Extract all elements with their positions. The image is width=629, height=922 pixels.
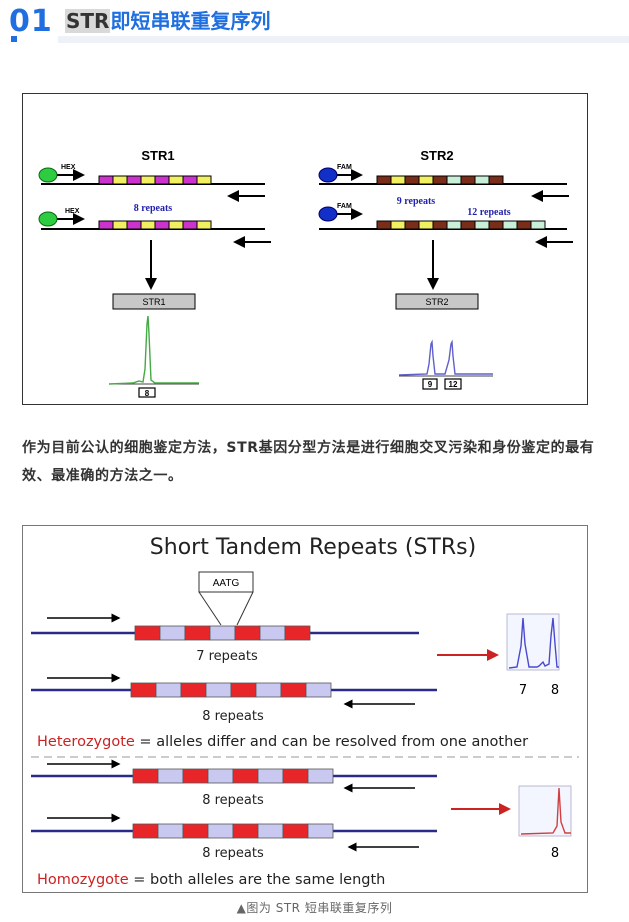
fig2-title: Short Tandem Repeats (STRs): [150, 535, 476, 560]
section-number: 01: [9, 4, 53, 39]
str2-repeats-label-b: 12 repeats: [467, 207, 511, 218]
str2-fam-dye-bottom: [318, 206, 338, 222]
str1-hex-label-bottom: HEX: [65, 208, 80, 215]
str1-product-label: STR1: [142, 297, 165, 307]
repeats-8a-label: 8 repeats: [202, 709, 264, 724]
str2-repeat-block-top: [376, 175, 504, 185]
str2-strand-top: FAM: [318, 164, 569, 202]
repeats-7-label: 7 repeats: [196, 649, 258, 664]
section-title-rest: 即短串联重复序列: [110, 9, 271, 33]
heterozygote-definition: Heterozygote = alleles differ and can be…: [37, 734, 528, 750]
peak-7-label: 7: [519, 683, 527, 698]
section-title: STR即短串联重复序列: [65, 6, 270, 36]
repeats-8c-label: 8 repeats: [202, 846, 264, 861]
str1-repeat-block-bottom: [98, 220, 212, 230]
str2-peak-label-a: 9: [428, 380, 433, 389]
str1-strand-top: HEX: [38, 164, 265, 202]
homo-electropherogram: 8: [518, 785, 572, 861]
str2-fam-label-bottom: FAM: [337, 203, 352, 210]
hetero-allele-1: 7 repeats: [31, 613, 419, 664]
str2-strand-bottom: FAM 9 repeats 12 repeats: [318, 196, 573, 248]
homozygote-word: Homozygote: [37, 872, 129, 888]
str1-electropherogram: 8: [108, 315, 199, 398]
figure-caption: ▲图为 STR 短串联重复序列: [236, 901, 393, 915]
str1-repeat-block-top: [98, 175, 212, 185]
str1-peak-label: 8: [145, 389, 150, 398]
str1-strand-bottom: HEX 8 repeats: [38, 203, 271, 248]
homozygote-rest: = both alleles are the same length: [129, 872, 386, 888]
str2-electropherogram: 9 12: [398, 339, 493, 390]
str2-product-label: STR2: [425, 297, 448, 307]
str-pcr-svg: STR1 HEX HEX 8 repeats: [38, 148, 573, 398]
heterozygote-rest: = alleles differ and can be resolved fro…: [135, 734, 528, 750]
str2-fam-dye-top: [318, 167, 338, 183]
peak-8-label: 8: [551, 683, 559, 698]
homo-allele-1: 8 repeats: [31, 759, 437, 808]
str-heterozygote-homozygote-diagram: Short Tandem Repeats (STRs) AATG 7 repea…: [22, 525, 588, 893]
str1-hex-dye-top: [38, 167, 58, 183]
str2-fam-label-top: FAM: [337, 164, 352, 171]
section-header-bar: [58, 36, 629, 43]
homo-allele-2: 8 repeats: [31, 813, 437, 861]
peak-8-homo-label: 8: [551, 846, 559, 861]
body-paragraph: 作为目前公认的细胞鉴定方法，STR基因分型方法是进行细胞交叉污染和身份鉴定的最有…: [22, 440, 595, 484]
str-pcr-diagram: STR1 HEX HEX 8 repeats: [22, 93, 588, 405]
section-title-highlight: STR: [65, 9, 111, 33]
homozygote-definition: Homozygote = both alleles are the same l…: [37, 872, 385, 888]
heterozygote-word: Heterozygote: [37, 734, 135, 750]
motif-label: AATG: [213, 578, 240, 589]
str2-repeat-block-bottom: [376, 220, 546, 230]
str1-hex-label-top: HEX: [61, 164, 76, 171]
hetero-allele-2: 8 repeats: [31, 673, 437, 724]
str2-repeats-label-a: 9 repeats: [397, 196, 436, 207]
hetero-electropherogram: 7 8: [506, 613, 560, 698]
repeats-8b-label: 8 repeats: [202, 793, 264, 808]
str1-title: STR1: [141, 148, 174, 163]
str2-product-box: [395, 293, 479, 310]
str1-hex-dye-bottom: [38, 211, 58, 227]
str2-peak-label-b: 12: [449, 380, 458, 389]
str1-product-box: [112, 293, 196, 310]
str-alleles-svg: Short Tandem Repeats (STRs) AATG 7 repea…: [31, 535, 579, 888]
str1-repeats-label: 8 repeats: [134, 203, 173, 214]
motif-box: [198, 571, 254, 593]
section-header: 01 STR即短串联重复序列: [0, 0, 629, 48]
str2-title: STR2: [420, 148, 453, 163]
section-number-dot: [11, 36, 17, 42]
